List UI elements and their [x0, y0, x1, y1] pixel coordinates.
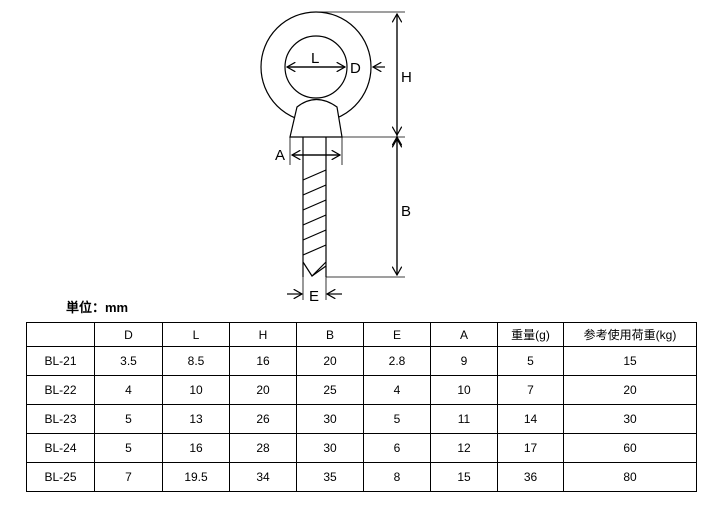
table-cell: 8	[363, 462, 431, 492]
label-d: D	[350, 60, 361, 77]
table-cell: 30	[296, 404, 364, 434]
table-cell: 6	[363, 433, 431, 463]
table-cell: 2.8	[363, 346, 431, 376]
column-header	[26, 322, 95, 347]
column-header: B	[296, 322, 364, 347]
table-cell: 30	[563, 404, 697, 434]
model-cell: BL-25	[26, 462, 95, 492]
column-header: 参考使用荷重(kg)	[563, 322, 697, 347]
table-cell: 8.5	[162, 346, 230, 376]
label-b: B	[401, 203, 411, 220]
table-cell: 13	[162, 404, 230, 434]
table-cell: 20	[563, 375, 697, 405]
table-cell: 7	[94, 462, 163, 492]
eye-bolt-diagram: L D H A B E	[260, 11, 412, 305]
table-cell: 5	[94, 404, 163, 434]
table-cell: 26	[229, 404, 297, 434]
table-cell: 7	[497, 375, 564, 405]
label-e: E	[309, 288, 319, 305]
table-cell: 5	[497, 346, 564, 376]
table-cell: 35	[296, 462, 364, 492]
neck	[289, 98, 343, 138]
model-cell: BL-23	[26, 404, 95, 434]
table-cell: 11	[430, 404, 498, 434]
table-cell: 30	[296, 433, 364, 463]
table-cell: 9	[430, 346, 498, 376]
model-cell: BL-24	[26, 433, 95, 463]
table-cell: 15	[563, 346, 697, 376]
column-header: D	[94, 322, 163, 347]
column-header: H	[229, 322, 297, 347]
table-cell: 34	[229, 462, 297, 492]
label-h: H	[401, 69, 412, 86]
table-cell: 5	[363, 404, 431, 434]
unit-label: 単位：mm	[66, 300, 129, 315]
table-cell: 4	[363, 375, 431, 405]
table-cell: 19.5	[162, 462, 230, 492]
table-cell: 16	[162, 433, 230, 463]
label-a: A	[275, 147, 285, 164]
table-cell: 25	[296, 375, 364, 405]
label-l: L	[311, 50, 319, 67]
table-cell: 20	[296, 346, 364, 376]
table-cell: 4	[94, 375, 163, 405]
thread-lines	[302, 169, 327, 277]
shank	[302, 137, 327, 277]
table-cell: 5	[94, 433, 163, 463]
table-cell: 12	[430, 433, 498, 463]
column-header: E	[363, 322, 431, 347]
table-cell: 16	[229, 346, 297, 376]
model-cell: BL-22	[26, 375, 95, 405]
table-cell: 15	[430, 462, 498, 492]
column-header: 重量(g)	[497, 322, 564, 347]
table-cell: 36	[497, 462, 564, 492]
table-cell: 80	[563, 462, 697, 492]
table-cell: 3.5	[94, 346, 163, 376]
table-cell: 60	[563, 433, 697, 463]
table-cell: 10	[430, 375, 498, 405]
table-cell: 28	[229, 433, 297, 463]
table-cell: 10	[162, 375, 230, 405]
table-cell: 14	[497, 404, 564, 434]
column-header: L	[162, 322, 230, 347]
model-cell: BL-21	[26, 346, 95, 376]
table-cell: 17	[497, 433, 564, 463]
table-cell: 20	[229, 375, 297, 405]
column-header: A	[430, 322, 498, 347]
